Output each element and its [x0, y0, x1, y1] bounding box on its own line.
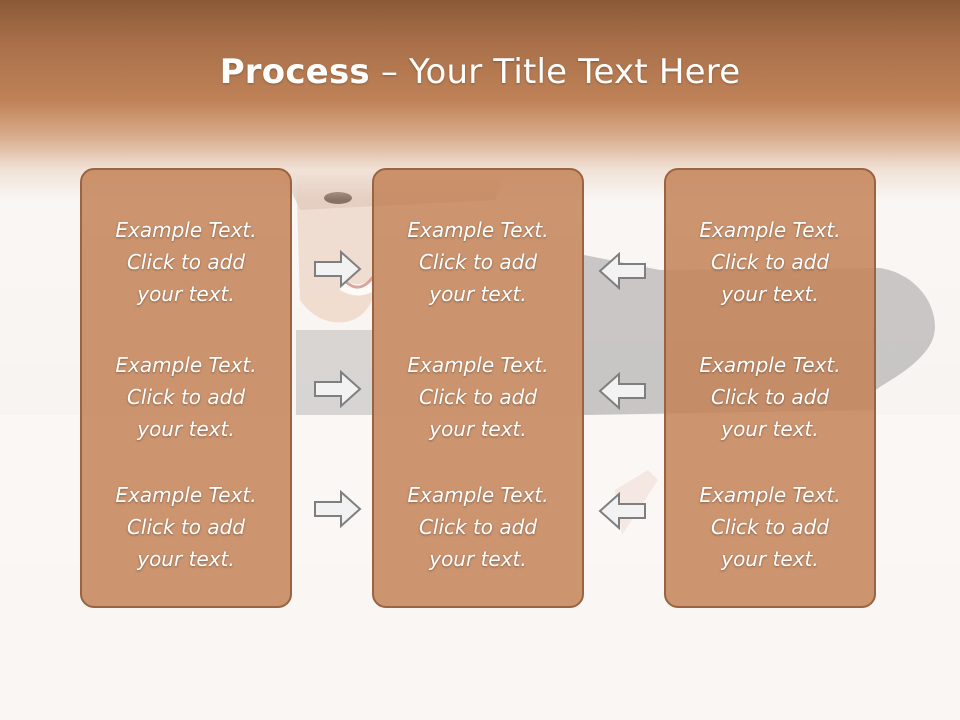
text-block[interactable]: Example Text. Click to add your text.: [82, 479, 290, 575]
text-line: Click to add: [126, 515, 246, 539]
text-block[interactable]: Example Text. Click to add your text.: [666, 479, 874, 575]
text-line: Click to add: [126, 250, 246, 274]
text-line: your text.: [137, 282, 235, 306]
text-line: your text.: [721, 282, 819, 306]
text-block[interactable]: Example Text. Click to add your text.: [82, 214, 290, 310]
text-line: Example Text.: [407, 483, 549, 507]
text-line: Example Text.: [699, 353, 841, 377]
title-rest: – Your Title Text Here: [369, 52, 741, 92]
text-line: your text.: [137, 417, 235, 441]
right-arrow-icon: [314, 489, 362, 529]
text-line: your text.: [429, 547, 527, 571]
text-line: Click to add: [126, 385, 246, 409]
text-line: your text.: [429, 282, 527, 306]
text-line: Click to add: [418, 250, 538, 274]
text-block[interactable]: Example Text. Click to add your text.: [374, 479, 582, 575]
text-block[interactable]: Example Text. Click to add your text.: [666, 349, 874, 445]
right-arrow-icon: [314, 369, 362, 409]
text-line: Click to add: [710, 515, 830, 539]
slide-title[interactable]: Process – Your Title Text Here: [0, 52, 960, 92]
text-line: Example Text.: [115, 483, 257, 507]
header-band: [0, 0, 960, 200]
left-arrow-icon: [598, 371, 646, 411]
title-bold: Process: [219, 52, 370, 92]
text-line: Example Text.: [407, 353, 549, 377]
text-line: Click to add: [418, 515, 538, 539]
text-line: your text.: [429, 417, 527, 441]
text-line: your text.: [721, 547, 819, 571]
text-line: Click to add: [710, 250, 830, 274]
text-block[interactable]: Example Text. Click to add your text.: [374, 214, 582, 310]
right-arrow-icon: [314, 249, 362, 289]
text-block[interactable]: Example Text. Click to add your text.: [666, 214, 874, 310]
left-arrow-icon: [598, 491, 646, 531]
text-line: Example Text.: [699, 483, 841, 507]
text-block[interactable]: Example Text. Click to add your text.: [374, 349, 582, 445]
text-line: Example Text.: [115, 353, 257, 377]
panel-middle[interactable]: Example Text. Click to add your text. Ex…: [372, 168, 584, 608]
text-line: Click to add: [418, 385, 538, 409]
text-line: Click to add: [710, 385, 830, 409]
text-line: your text.: [721, 417, 819, 441]
panel-right[interactable]: Example Text. Click to add your text. Ex…: [664, 168, 876, 608]
text-line: your text.: [137, 547, 235, 571]
text-line: Example Text.: [115, 218, 257, 242]
text-line: Example Text.: [407, 218, 549, 242]
panel-left[interactable]: Example Text. Click to add your text. Ex…: [80, 168, 292, 608]
text-block[interactable]: Example Text. Click to add your text.: [82, 349, 290, 445]
text-line: Example Text.: [699, 218, 841, 242]
left-arrow-icon: [598, 251, 646, 291]
